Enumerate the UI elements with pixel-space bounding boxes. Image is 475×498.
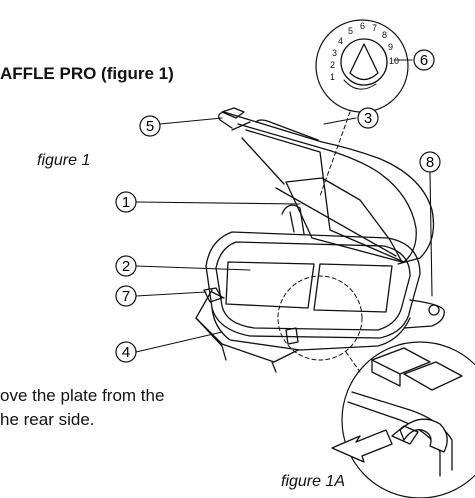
dial-number-8: 8 bbox=[382, 30, 387, 40]
dial-number-10: 10 bbox=[389, 56, 399, 66]
body-line-2: he rear side. bbox=[0, 410, 95, 429]
callout-1: 1 bbox=[122, 194, 130, 211]
callout-2: 2 bbox=[122, 258, 130, 275]
detail-inset bbox=[331, 341, 475, 498]
temperature-dial bbox=[315, 19, 409, 113]
body-text: ove the plate from the he rear side. bbox=[0, 384, 164, 432]
dial-number-2: 2 bbox=[330, 60, 335, 70]
callout-4: 4 bbox=[122, 344, 130, 361]
dial-number-6: 6 bbox=[360, 21, 365, 31]
figure-1-caption: figure 1 bbox=[37, 152, 91, 169]
dial-number-1: 1 bbox=[330, 72, 335, 82]
callout-7: 7 bbox=[122, 288, 130, 305]
dial-number-3: 3 bbox=[332, 48, 337, 58]
dial-number-5: 5 bbox=[348, 26, 353, 36]
section-heading: AFFLE PRO (figure 1) bbox=[0, 64, 174, 83]
dial-number-9: 9 bbox=[388, 42, 393, 52]
leader-lines bbox=[135, 59, 433, 353]
dial-number-4: 4 bbox=[338, 36, 343, 46]
upper-lid bbox=[218, 107, 435, 265]
dial-number-7: 7 bbox=[372, 23, 377, 33]
callout-8: 8 bbox=[426, 154, 434, 171]
callout-5: 5 bbox=[146, 118, 154, 135]
callout-3: 3 bbox=[364, 110, 372, 127]
body-line-1: ove the plate from the bbox=[0, 386, 165, 405]
callout-6: 6 bbox=[420, 52, 428, 69]
figure-1a-caption: figure 1A bbox=[281, 473, 346, 490]
drip-tray bbox=[195, 289, 299, 373]
base-body bbox=[205, 231, 445, 351]
